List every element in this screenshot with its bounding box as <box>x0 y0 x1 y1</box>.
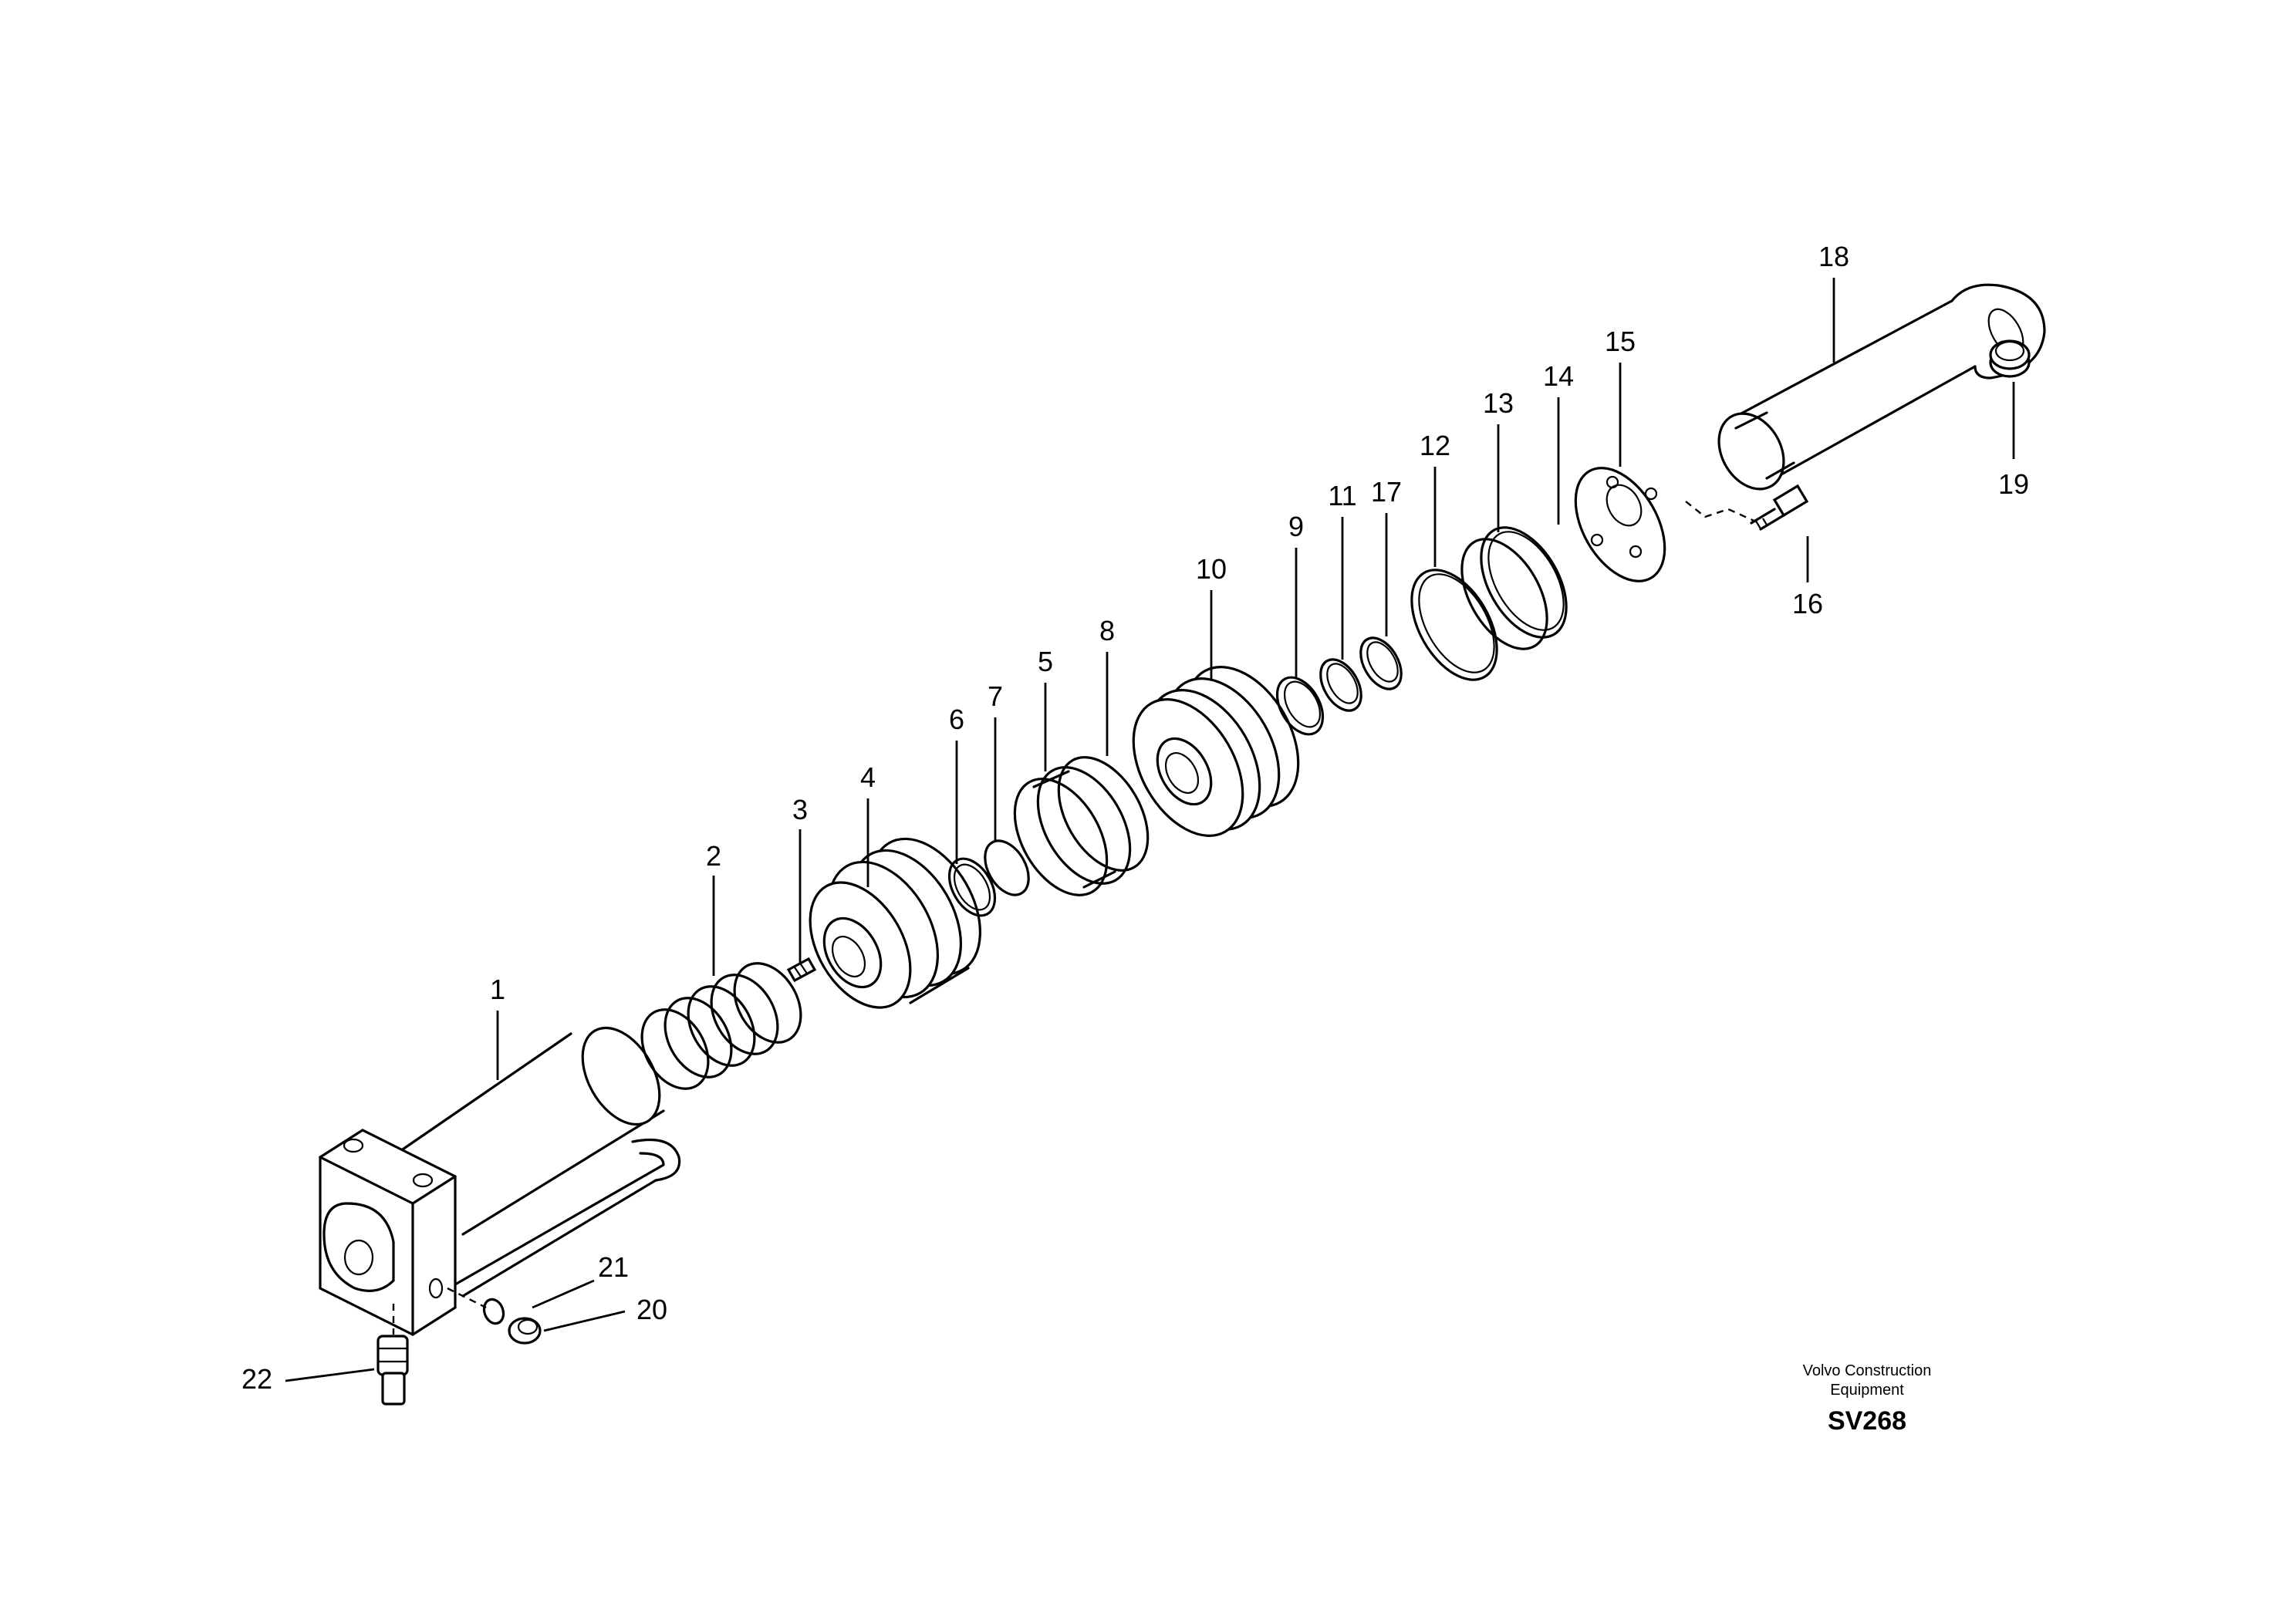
callout-4: 4 <box>860 761 876 793</box>
callout-18: 18 <box>1818 241 1849 272</box>
callout-7: 7 <box>988 680 1003 712</box>
part-21-o-ring <box>482 1298 505 1325</box>
callout-14: 14 <box>1543 360 1574 392</box>
part-2-spring <box>640 962 802 1090</box>
part-9-wiper-ring <box>1275 676 1325 736</box>
callout-11: 11 <box>1328 480 1356 511</box>
part-4-piston <box>809 837 982 1009</box>
dash-line-15-16 <box>1685 501 1760 525</box>
company-name-line2: Equipment <box>1830 1382 1904 1399</box>
callout-13: 13 <box>1483 387 1514 419</box>
part-1-cylinder-tube <box>319 1026 681 1336</box>
callout-22: 22 <box>241 1363 272 1395</box>
part-8-seal-ring <box>1057 756 1150 872</box>
drawing-code: SV268 <box>1828 1406 1906 1436</box>
callout-5: 5 <box>1038 646 1053 677</box>
company-name-line1: Volvo Construction <box>1803 1362 1932 1379</box>
part-7-o-ring <box>984 839 1030 896</box>
callout-17: 17 <box>1371 476 1402 508</box>
part-11-seal-ring <box>1319 658 1362 712</box>
part-20-plug <box>508 1317 542 1345</box>
part-18-piston-rod <box>1717 283 2046 491</box>
part-5-guide-ring <box>1013 766 1132 896</box>
part-13-back-up-ring <box>1460 538 1548 650</box>
callout-3: 3 <box>792 794 808 825</box>
part-14-seal-ring <box>1480 526 1568 639</box>
callout-1: 1 <box>490 974 505 1005</box>
callout-6: 6 <box>949 704 964 735</box>
part-19-bushing <box>1989 339 2031 378</box>
part-10-cylinder-head <box>1132 666 1300 837</box>
callout-9: 9 <box>1288 511 1304 542</box>
part-12-o-ring <box>1410 569 1498 681</box>
part-15-lock-plate <box>1574 467 1666 582</box>
callout-19: 19 <box>1998 468 2029 500</box>
part-3-set-screw <box>786 957 817 983</box>
part-16-screw <box>1750 484 1809 531</box>
leader-lines <box>285 278 2015 1382</box>
callout-15: 15 <box>1605 326 1636 357</box>
callout-16: 16 <box>1792 588 1823 619</box>
callout-21: 21 <box>598 1251 629 1283</box>
callout-20: 20 <box>636 1294 667 1325</box>
callout-10: 10 <box>1196 553 1227 585</box>
callout-8: 8 <box>1099 615 1115 646</box>
callout-12: 12 <box>1420 430 1450 461</box>
part-22-grease-nipple <box>376 1335 409 1406</box>
part-17-back-up-ring <box>1359 636 1403 690</box>
callout-2: 2 <box>706 840 721 872</box>
